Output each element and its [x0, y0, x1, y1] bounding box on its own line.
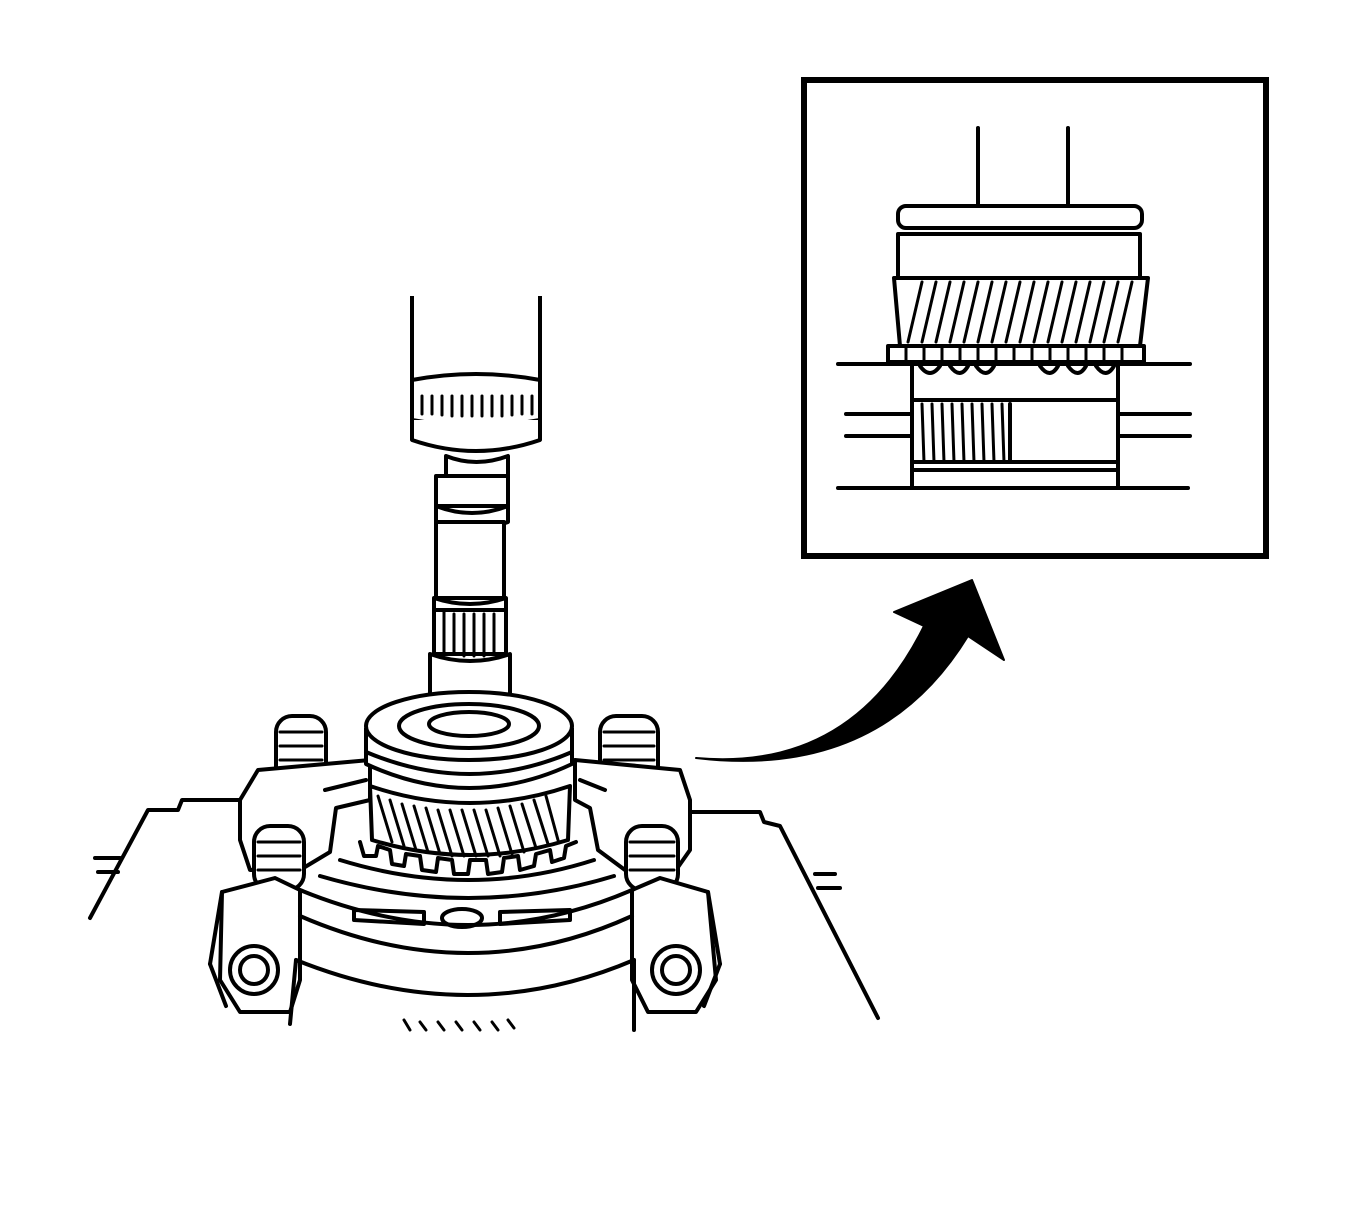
helical-gear: [358, 784, 578, 876]
detail-inset: [801, 77, 1269, 559]
puller-upper-bar: [238, 758, 692, 892]
transmission-case: [88, 798, 880, 1020]
bearing-puller-plate: [208, 858, 722, 1032]
callout-arrow: [695, 579, 1005, 762]
ram-knurl: [420, 394, 534, 418]
press-ram: [410, 296, 542, 453]
shaft-splines: [442, 610, 496, 658]
gear-teeth: [376, 794, 560, 858]
inset-gear-teeth: [906, 280, 1134, 344]
bearing: [364, 690, 574, 790]
inset-spline: [920, 402, 1006, 464]
